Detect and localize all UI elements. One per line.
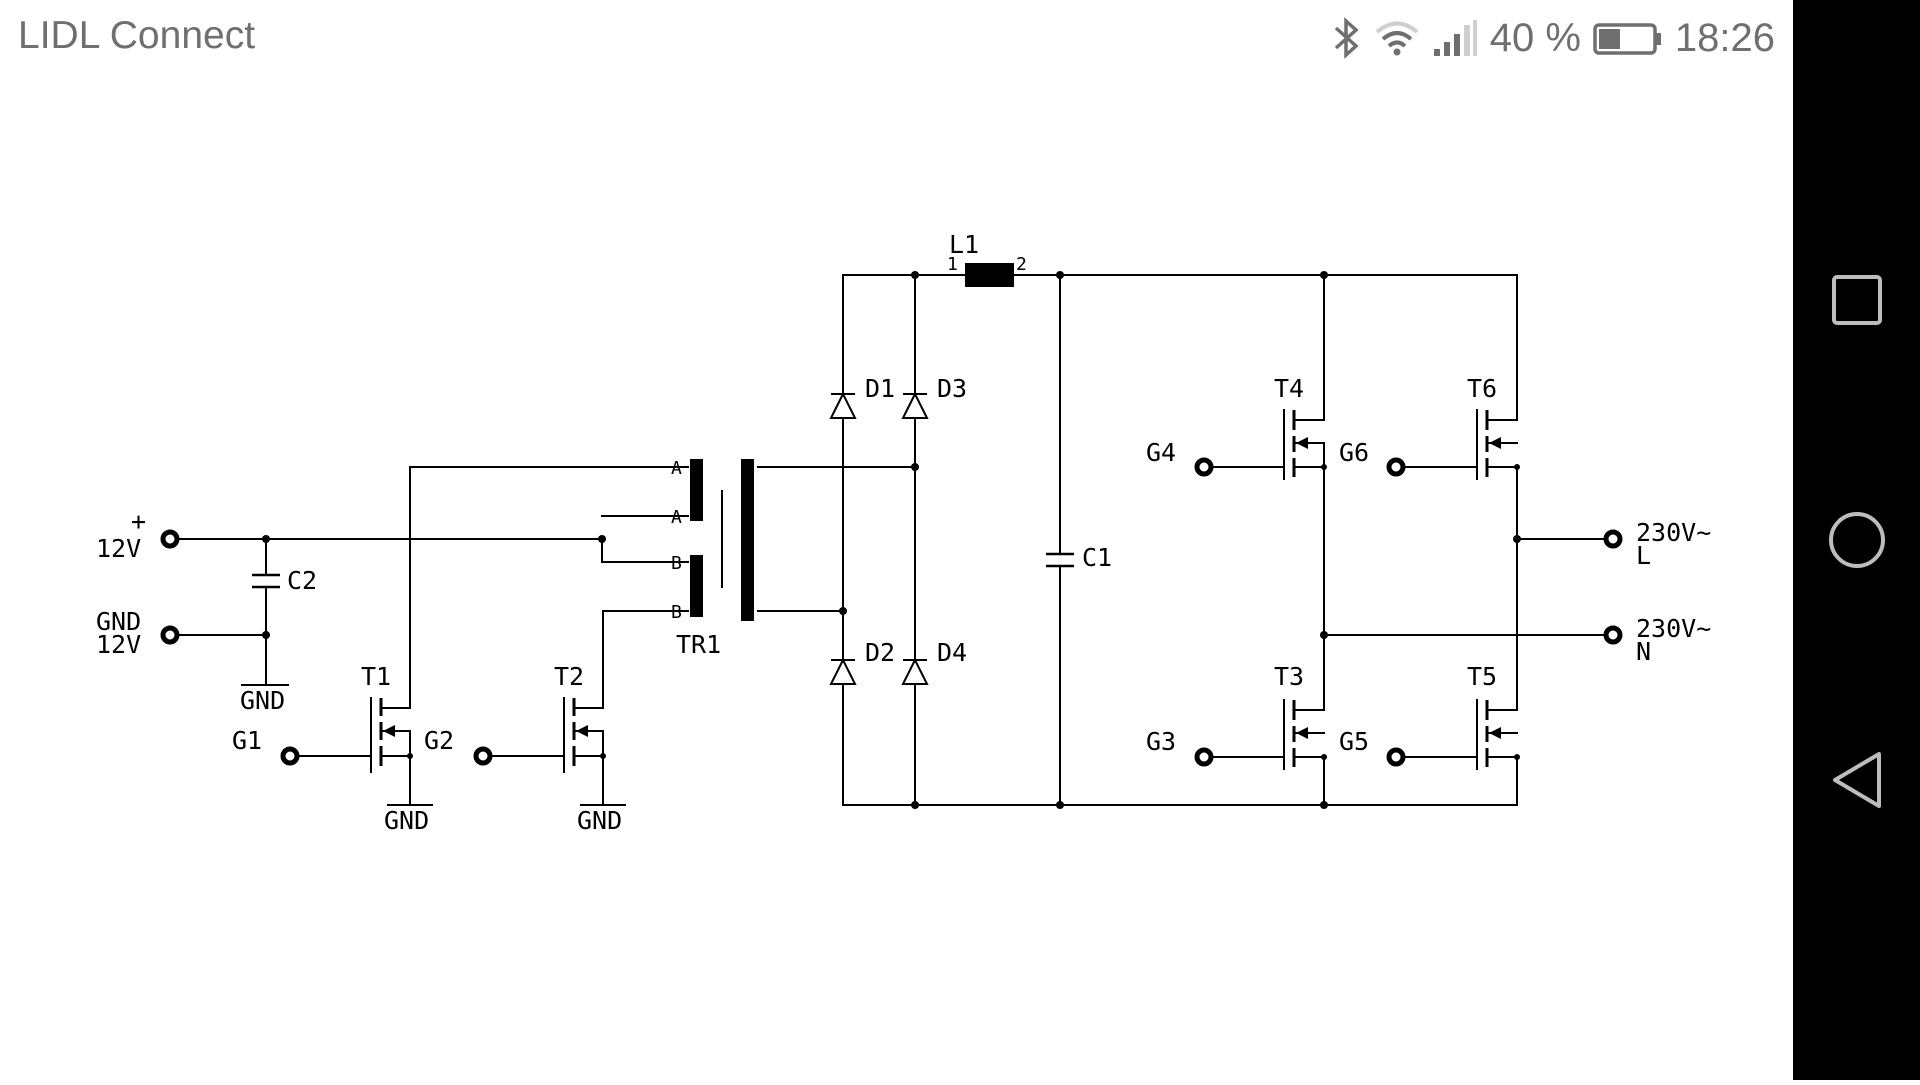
label-g3: G3	[1146, 727, 1176, 756]
back-triangle-icon	[1832, 752, 1881, 808]
label-g5: G5	[1339, 727, 1369, 756]
input-gnd-label: GND	[96, 607, 141, 636]
label-t6: T6	[1467, 374, 1497, 403]
label-c2: C2	[287, 566, 317, 595]
input-plus-sign: +	[131, 507, 146, 536]
circle-icon	[1828, 512, 1885, 568]
output-n-label: N	[1636, 637, 1651, 666]
label-tr1: TR1	[676, 630, 721, 659]
status-bar: LIDL Connect 40 %	[0, 0, 1793, 76]
label-g4: G4	[1146, 438, 1176, 467]
label-d1: D1	[865, 374, 895, 403]
cellular-signal-icon	[1432, 18, 1478, 58]
input-voltage-label: 12V	[96, 534, 141, 563]
battery-percent: 40 %	[1489, 15, 1581, 60]
square-icon	[1831, 275, 1882, 325]
l1-pin1-label: 1	[947, 254, 958, 275]
label-t1: T1	[361, 662, 391, 691]
status-icons: 40 % 18:26	[1332, 12, 1775, 64]
output-l-label: L	[1636, 541, 1651, 570]
label-d3: D3	[937, 374, 967, 403]
back-button[interactable]	[1793, 720, 1920, 840]
schematic-image: + 12V GND 12V C2 GND T1 G1 G2 GND T2 GND…	[0, 76, 1793, 1080]
carrier-name: LIDL Connect	[18, 14, 256, 57]
capacitor-c1-symbol	[1046, 552, 1074, 568]
label-t5: T5	[1467, 662, 1497, 691]
label-g6: G6	[1339, 438, 1369, 467]
transformer-tr1-symbol	[690, 459, 754, 621]
clock: 18:26	[1674, 15, 1775, 60]
output-n-voltage-label: 230V~	[1636, 614, 1711, 643]
l1-pin2-label: 2	[1016, 254, 1027, 275]
label-g1: G1	[232, 726, 262, 755]
label-c1: C1	[1082, 543, 1112, 572]
winding-a1-label: A	[671, 458, 682, 479]
inverter-schematic: + 12V GND 12V C2 GND T1 G1 G2 GND T2 GND…	[96, 230, 1711, 835]
winding-b2-label: B	[671, 602, 682, 623]
input-gnd-voltage-label: 12V	[96, 630, 141, 659]
label-t4: T4	[1274, 374, 1304, 403]
wifi-icon	[1374, 18, 1420, 58]
terminals	[160, 457, 1623, 767]
label-d2: D2	[865, 638, 895, 667]
label-t3: T3	[1274, 662, 1304, 691]
mosfet-arrows	[383, 437, 1501, 739]
bluetooth-icon	[1332, 17, 1362, 59]
label-l1: L1	[949, 230, 979, 259]
label-gnd-t1: GND	[384, 806, 429, 835]
label-gnd-c2: GND	[240, 686, 285, 715]
home-button[interactable]	[1793, 480, 1920, 600]
capacitor-c2-symbol	[252, 573, 280, 589]
recent-apps-button[interactable]	[1793, 240, 1920, 360]
junction-dots	[262, 271, 1521, 809]
navigation-bar	[1793, 0, 1920, 1080]
label-gnd-t2: GND	[577, 806, 622, 835]
battery-icon	[1593, 18, 1663, 58]
diodes	[829, 391, 929, 685]
winding-a2-label: A	[671, 507, 682, 528]
wires	[169, 274, 1604, 806]
label-d4: D4	[937, 638, 967, 667]
output-l-voltage-label: 230V~	[1636, 518, 1711, 547]
label-g2: G2	[424, 726, 454, 755]
label-t2: T2	[554, 662, 584, 691]
mosfet-channels	[379, 410, 1489, 767]
winding-b1-label: B	[671, 553, 682, 574]
inductor-l1-symbol	[965, 263, 1014, 287]
